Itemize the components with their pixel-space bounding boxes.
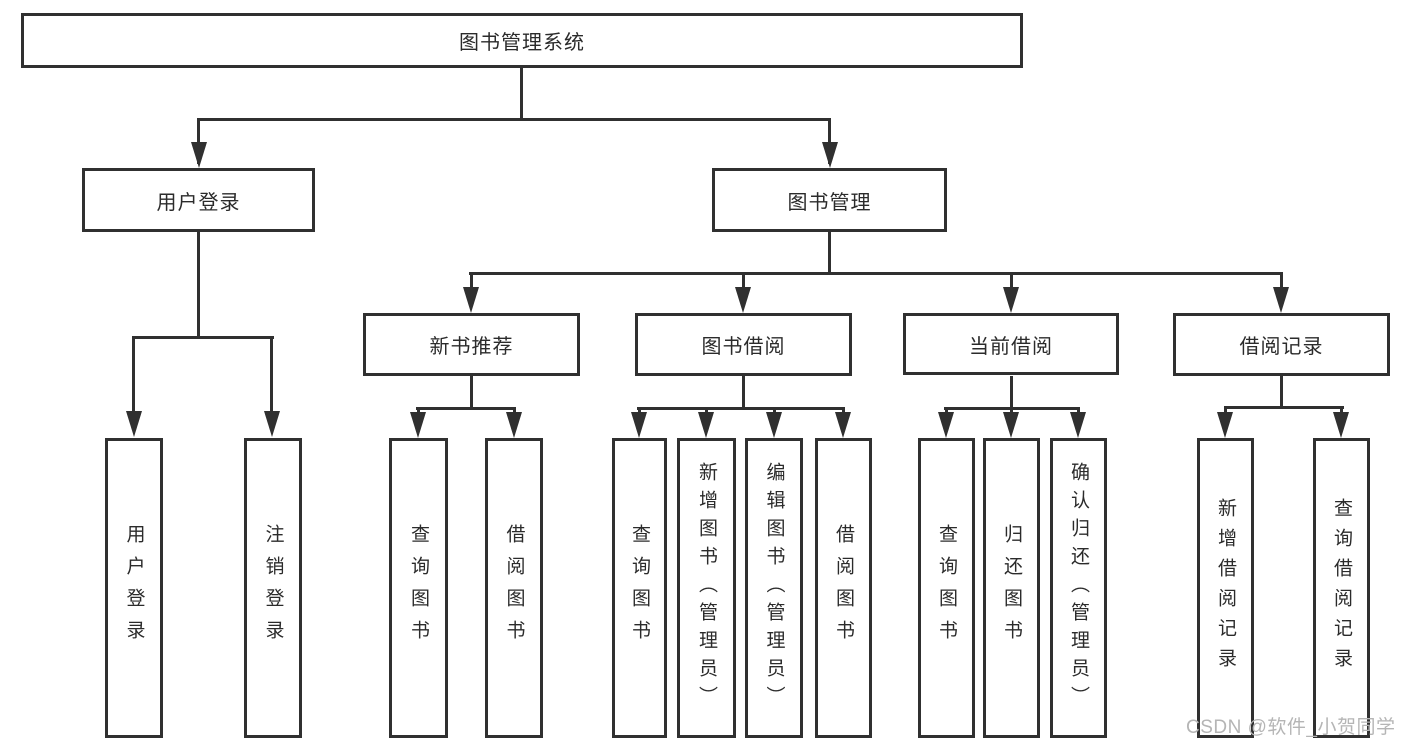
arrow-down-icon — [506, 412, 522, 438]
arrow-down-icon — [1070, 412, 1086, 438]
arrow-down-icon — [938, 412, 954, 438]
arrow-down-icon — [126, 411, 142, 437]
leaf-label: 查询图书 — [936, 524, 957, 652]
connector-line — [416, 407, 516, 410]
arrow-down-icon — [1003, 287, 1019, 313]
leaf-query-book-current: 查询图书 — [918, 438, 975, 738]
arrow-down-icon — [264, 411, 280, 437]
arrow-down-icon — [1333, 412, 1349, 438]
connector-line — [470, 272, 473, 294]
arrow-down-icon — [822, 142, 838, 168]
leaf-label: 查询图书 — [408, 524, 429, 652]
arrow-down-icon — [698, 412, 714, 438]
connector-line — [1280, 376, 1283, 406]
csdn-watermark: CSDN @软件_小贺同学 — [1186, 717, 1396, 738]
leaf-label: 查询借阅记录 — [1331, 498, 1352, 678]
connector-line — [197, 118, 831, 121]
connector-line — [1010, 272, 1013, 294]
leaf-add-book-admin: 新增图书（管理员） — [677, 438, 736, 738]
connector-line — [1280, 272, 1283, 294]
leaf-borrow-book: 借阅图书 — [815, 438, 872, 738]
leaf-user-login: 用户登录 — [105, 438, 163, 738]
connector-line — [520, 68, 523, 118]
node-new-book-recommend: 新书推荐 — [363, 313, 580, 376]
connector-line — [828, 118, 831, 164]
leaf-confirm-return-admin: 确认归还（管理员） — [1050, 438, 1107, 738]
arrow-down-icon — [1003, 412, 1019, 438]
connector-line — [1224, 406, 1344, 409]
leaf-label: 归还图书 — [1001, 524, 1022, 652]
leaf-query-book-borrow: 查询图书 — [612, 438, 667, 738]
arrow-down-icon — [191, 142, 207, 168]
leaf-label: 新增借阅记录 — [1215, 498, 1236, 678]
arrow-down-icon — [1273, 287, 1289, 313]
connector-line — [470, 376, 473, 407]
leaf-add-borrow-record: 新增借阅记录 — [1197, 438, 1254, 738]
leaf-label: 借阅图书 — [503, 524, 525, 652]
connector-line — [469, 272, 1283, 275]
connector-line — [197, 118, 200, 164]
connector-line — [132, 336, 135, 416]
connector-line — [742, 272, 745, 294]
leaf-label: 确认归还（管理员） — [1068, 462, 1089, 714]
node-book-borrow: 图书借阅 — [635, 313, 852, 376]
connector-line — [828, 232, 831, 272]
connector-line — [197, 232, 200, 336]
connector-line — [742, 376, 745, 407]
node-current-borrow: 当前借阅 — [903, 313, 1119, 375]
leaf-logout: 注销登录 — [244, 438, 302, 738]
node-root: 图书管理系统 — [21, 13, 1023, 68]
leaf-query-book-recommend: 查询图书 — [389, 438, 448, 738]
connector-line — [1010, 376, 1013, 407]
arrow-down-icon — [463, 287, 479, 313]
arrow-down-icon — [766, 412, 782, 438]
arrow-down-icon — [631, 412, 647, 438]
leaf-label: 编辑图书（管理员） — [763, 462, 785, 714]
connector-line — [270, 336, 273, 416]
connector-line — [637, 407, 845, 410]
leaf-edit-book-admin: 编辑图书（管理员） — [745, 438, 803, 738]
leaf-label: 借阅图书 — [833, 524, 854, 652]
leaf-query-borrow-record: 查询借阅记录 — [1313, 438, 1370, 738]
arrow-down-icon — [410, 412, 426, 438]
arrow-down-icon — [735, 287, 751, 313]
arrow-down-icon — [1217, 412, 1233, 438]
leaf-borrow-book-recommend: 借阅图书 — [485, 438, 543, 738]
node-book-management: 图书管理 — [712, 168, 947, 232]
leaf-label: 用户登录 — [123, 524, 145, 652]
node-borrow-records: 借阅记录 — [1173, 313, 1390, 376]
leaf-return-book: 归还图书 — [983, 438, 1040, 738]
node-user-login: 用户登录 — [82, 168, 315, 232]
connector-line — [132, 336, 274, 339]
leaf-label: 新增图书（管理员） — [696, 462, 717, 714]
arrow-down-icon — [835, 412, 851, 438]
leaf-label: 查询图书 — [629, 524, 650, 652]
leaf-label: 注销登录 — [262, 524, 284, 652]
